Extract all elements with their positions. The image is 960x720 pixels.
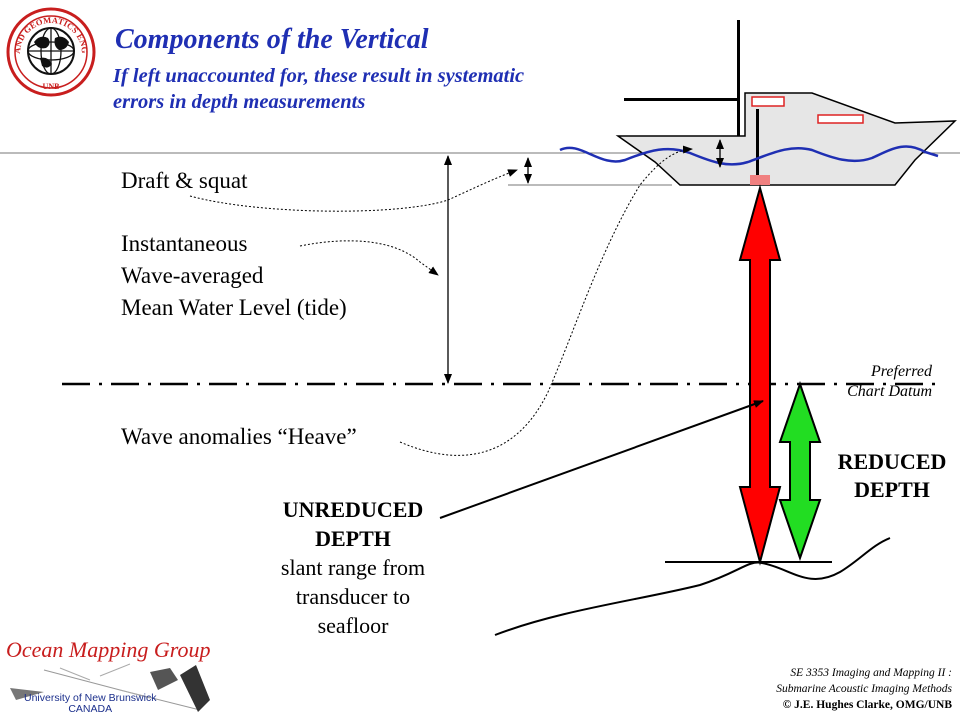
unreduced-depth-arrow — [738, 184, 782, 566]
reduced-line-2: DEPTH — [854, 477, 930, 502]
survey-vessel — [615, 20, 957, 186]
subtitle-line-2: errors in depth measurements — [113, 91, 366, 113]
sea-wave — [559, 145, 939, 166]
seafloor — [494, 537, 891, 636]
logo-bottom-text: UNB — [43, 82, 61, 91]
slant-line-3: seafloor — [317, 613, 389, 638]
ocean-mapping-group-title: Ocean Mapping Group — [6, 637, 211, 662]
subtitle-line-1: If left unaccounted for, these result in… — [113, 65, 525, 87]
mean-water-level-label: Mean Water Level (tide) — [121, 295, 347, 320]
reduced-depth-label: REDUCED DEPTH — [824, 448, 960, 504]
datum-line-1: Preferred — [870, 363, 932, 380]
page-title: Components of the Vertical — [115, 24, 429, 55]
unreduced-pointer — [439, 400, 764, 519]
copyright: © J.E. Hughes Clarke, OMG/UNB — [782, 699, 952, 711]
preferred-chart-datum-label: Preferred Chart Datum — [847, 362, 932, 402]
unreduced-line-1: UNREDUCED — [282, 497, 424, 522]
university-name: University of New Brunswick CANADA — [24, 693, 156, 715]
unreduced-line-2: DEPTH — [315, 526, 391, 551]
course-line-2: Submarine Acoustic Imaging Methods — [776, 683, 952, 695]
slant-line-1: slant range from — [280, 555, 426, 580]
wave-averaged-label: Wave-averaged — [121, 263, 264, 288]
wave-anomalies-label: Wave anomalies “Heave” — [121, 424, 357, 449]
heave-pointer — [399, 145, 693, 456]
transducer — [750, 175, 770, 185]
course-credits: SE 3353 Imaging and Mapping II : Submari… — [776, 665, 952, 713]
globe-icon — [27, 27, 75, 75]
university-line-1: University of New Brunswick — [24, 692, 157, 704]
sonar-sketch — [10, 663, 210, 712]
instantaneous-label: Instantaneous — [121, 231, 248, 256]
datum-line-2: Chart Datum — [847, 383, 932, 400]
reduced-depth-arrow — [778, 380, 822, 562]
reduced-line-1: REDUCED — [837, 449, 947, 474]
university-line-2: CANADA — [68, 703, 113, 715]
unreduced-depth-label: UNREDUCED DEPTH slant range from transdu… — [253, 495, 453, 640]
unb-logo: GEODESY AND GEOMATICS ENGINEERING UNB — [0, 0, 96, 97]
tide-pointer — [299, 240, 439, 276]
slant-line-2: transducer to — [295, 584, 411, 609]
course-line-1: SE 3353 Imaging and Mapping II : — [790, 667, 952, 679]
page-subtitle: If left unaccounted for, these result in… — [113, 63, 524, 115]
draft-squat-label: Draft & squat — [121, 168, 248, 193]
